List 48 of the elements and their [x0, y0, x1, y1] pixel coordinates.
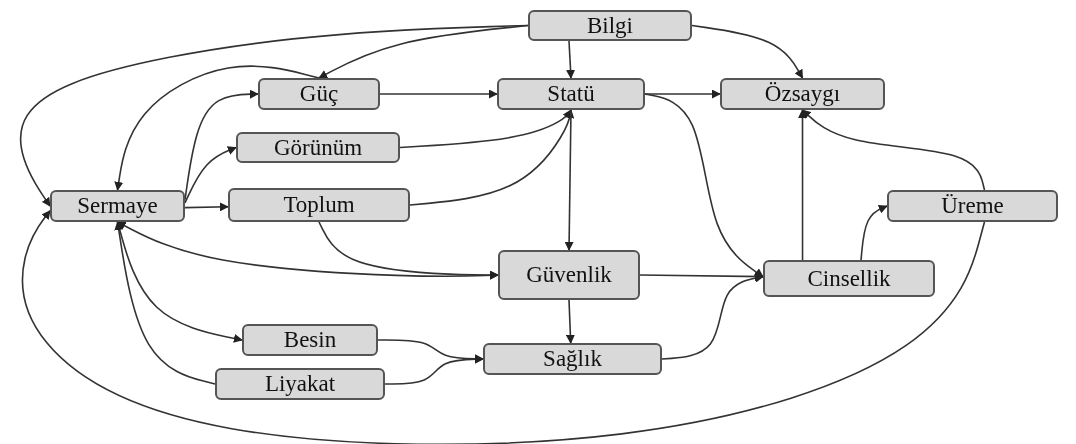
arrow [21, 210, 986, 444]
arrow [184, 146, 237, 204]
arrow [565, 299, 575, 344]
concept-box [528, 10, 692, 41]
concept-box [763, 260, 935, 297]
arrow [184, 89, 259, 201]
arrow [116, 221, 499, 280]
arrow [564, 109, 574, 251]
concept-label: Görünüm [273, 134, 363, 161]
concept-label: Statü [547, 81, 595, 107]
concept-box [215, 368, 385, 400]
concept-label: Özsaygı [764, 81, 841, 107]
arrow [184, 202, 229, 212]
concept-box [228, 188, 410, 222]
concept-label: Toplum [283, 192, 355, 218]
concept-label: Güç [299, 81, 339, 107]
concept-box [258, 78, 380, 110]
arrow [644, 89, 721, 99]
arrow [409, 109, 575, 206]
concept-box [483, 343, 662, 375]
arrow [644, 93, 764, 278]
concept-box [497, 78, 645, 110]
arrow [399, 109, 572, 149]
arrow [691, 24, 804, 79]
concept-label: Sermaye [77, 193, 158, 219]
concept-box [236, 132, 400, 163]
concept-box [887, 190, 1058, 222]
concept-label: Güvenlik [526, 262, 612, 288]
concept-box [498, 250, 640, 300]
arrow [661, 273, 764, 360]
arrow [860, 204, 888, 261]
arrow [566, 40, 576, 79]
arrow [318, 24, 529, 79]
concept-label: Üreme [941, 193, 1004, 219]
concept-label: Liyakat [264, 371, 336, 397]
arrow [798, 109, 807, 261]
concept-label: Bilgi [587, 12, 633, 39]
arrow [114, 221, 216, 385]
concept-label: Cinsellik [807, 265, 891, 292]
arrow [379, 89, 498, 99]
concept-label: Sağlık [543, 346, 602, 372]
concept-box [50, 190, 185, 222]
arrow [801, 109, 986, 191]
arrow [384, 354, 484, 385]
concept-box [720, 78, 885, 110]
arrow [114, 65, 320, 191]
concept-label: Besin [283, 327, 337, 353]
concept-box [242, 324, 378, 356]
